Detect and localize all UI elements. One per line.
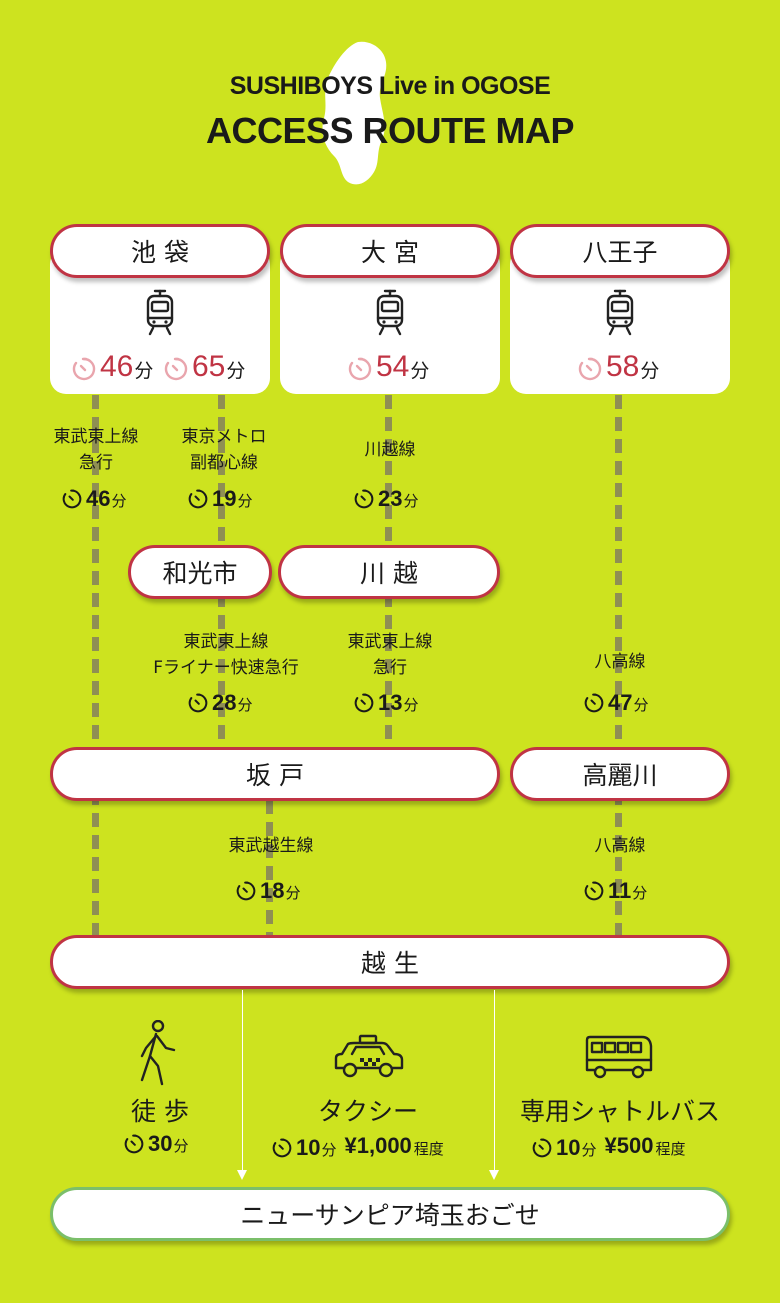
segment-label-ogose-line: 東武越生線: [228, 836, 314, 856]
timer-icon: [354, 693, 374, 713]
timer-icon: [124, 1134, 144, 1154]
segment-label-kawagoe-line: 川越線: [364, 440, 416, 460]
event-title: SUSHIBOYS Live in OGOSE: [229, 72, 551, 100]
segment-label-hachiko-2: 八高線: [594, 836, 646, 856]
train-icon: [146, 289, 174, 336]
arrow-head-icon: [489, 1170, 499, 1180]
destination-venue: ニューサンピア埼玉おごせ: [50, 1187, 730, 1241]
station-ogose: 越 生: [50, 935, 730, 989]
segment-label-hachiko-1: 八高線: [594, 652, 646, 672]
mode-label-taxi: タクシー: [317, 1097, 418, 1126]
timer-icon: [62, 489, 82, 509]
arrow-head-icon: [237, 1170, 247, 1180]
train-icon: [376, 289, 404, 336]
station-wakoshi: 和光市: [128, 545, 272, 599]
bus-icon: [585, 1035, 653, 1079]
arrow-line: [242, 990, 243, 1170]
mode-label-shuttle-bus: 専用シャトルバス: [519, 1097, 720, 1126]
timer-icon: [584, 881, 604, 901]
timer-icon: [272, 1138, 292, 1158]
timer-icon: [188, 693, 208, 713]
taxi-icon: [334, 1034, 404, 1078]
timer-icon: [584, 693, 604, 713]
walking-person-icon: [140, 1020, 176, 1086]
station-ikebukuro: 池 袋: [50, 224, 270, 278]
map-title: ACCESS ROUTE MAP: [205, 110, 575, 151]
mode-label-walk: 徒 歩: [131, 1097, 189, 1126]
arrow-line: [494, 990, 495, 1170]
train-icon: [606, 289, 634, 336]
route-line-tojo: [92, 395, 99, 935]
timer-icon: [188, 489, 208, 509]
timer-icon: [236, 881, 256, 901]
map-silhouette-icon: [322, 41, 387, 185]
station-kawagoe: 川 越: [278, 545, 500, 599]
station-omiya: 大 宮: [280, 224, 500, 278]
segment-label-tojo-express-kawagoe: 東武東上線急行: [347, 632, 433, 678]
timer-icon: [164, 357, 188, 381]
timer-icon: [72, 357, 96, 381]
timer-icon: [578, 357, 602, 381]
timer-icon: [348, 357, 372, 381]
timer-icon: [532, 1138, 552, 1158]
station-sakado: 坂 戸: [50, 747, 500, 801]
segment-label-fukutoshin: 東京メトロ副都心線: [181, 427, 267, 473]
timer-icon: [354, 489, 374, 509]
station-hachioji: 八王子: [510, 224, 730, 278]
station-komagawa: 高麗川: [510, 747, 730, 801]
route-line-ogose: [266, 800, 273, 935]
route-line-hachiko: [615, 395, 622, 935]
segment-label-tojo-express: 東武東上線急行: [53, 427, 139, 473]
